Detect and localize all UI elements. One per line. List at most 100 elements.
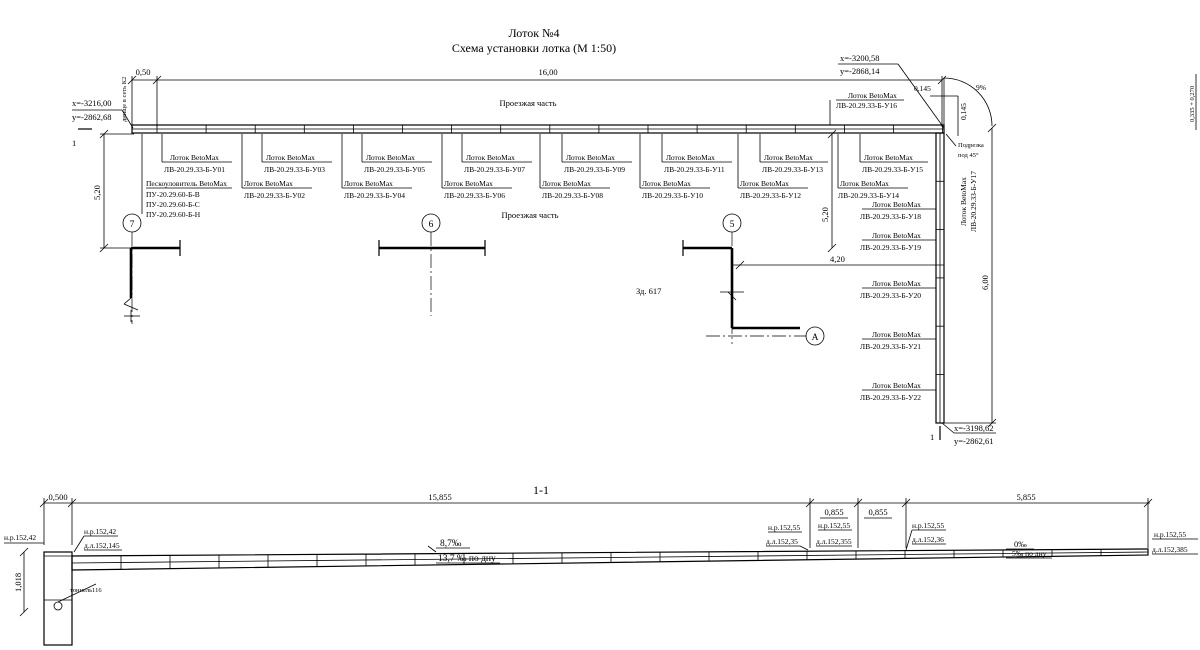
- drawing-title: Лоток №4 Схема установки лотка (М 1:50): [452, 26, 616, 55]
- elev-left-np: н.р.152,42: [4, 533, 36, 542]
- dim-5-855: 5,855: [1016, 492, 1035, 502]
- sand-trap-code-1: ПУ-20.29.60-Б-В: [146, 190, 200, 199]
- sand-trap-code-2: ПУ-20.29.60-Б-С: [146, 200, 200, 209]
- tray-label-code: ЛВ-20.29.33-Б-У22: [860, 393, 921, 402]
- elev-1-np: н.р.152,42: [84, 527, 116, 536]
- tray-label-title: Лоток BetoMax: [566, 153, 615, 162]
- elev-left: н.р.152,42: [4, 533, 44, 544]
- tray-label-title: Лоток BetoMax: [170, 153, 219, 162]
- tray-u17-title: Лоток BetoMax: [959, 177, 968, 226]
- coord-left-y: y=-2862,68: [72, 112, 112, 122]
- tray-u17-code: ЛВ-20.29.33-Б-У17: [969, 171, 978, 232]
- dim-5-20-right: 5,20: [820, 207, 830, 222]
- coord-corner-x: x=-3200,58: [840, 53, 880, 63]
- carriageway-top: Проезжая часть: [500, 98, 557, 108]
- elev-3-np: н.р.152,55: [818, 521, 850, 530]
- tray-label-title: Лоток BetoMax: [740, 179, 789, 188]
- axis-5: 5: [722, 213, 742, 233]
- dim-4-20: 4,20: [830, 254, 845, 264]
- tray-label-title: Лоток BetoMax: [864, 153, 913, 162]
- elev-2-np: н.р.152,55: [768, 523, 800, 532]
- right-dimension-5-20: 5,20: [820, 129, 837, 253]
- tray-label-code: ЛВ-20.29.33-Б-У21: [860, 342, 921, 351]
- tray-label-title: Лоток BetoMax: [666, 153, 715, 162]
- elevation-marks: н.р.152,42 н.р.152,42 д.л.152,145 н.р.15…: [4, 521, 1198, 555]
- coord-bottom: x=-3198,62 y=-2862,61 1: [930, 422, 996, 446]
- slope-2: 13,7 ‰ по дну: [438, 554, 496, 564]
- tray-label-code: ЛВ-20.29.33-Б-У20: [860, 291, 921, 300]
- section-tray-profile: [71, 548, 1149, 571]
- tray-u16-title: Лоток BetoMax: [848, 91, 897, 100]
- left-dimension-5-20: 5,20: [92, 129, 134, 253]
- axis-a: А: [805, 326, 825, 346]
- elev-2: н.р.152,55 д.л.152,35: [766, 523, 809, 551]
- elev-4: н.р.152,55 д.л.152,36: [905, 521, 946, 551]
- tray-label-title: Лоток BetoMax: [366, 153, 415, 162]
- slope-3: 0‰: [1014, 539, 1027, 549]
- sand-trap-code-3: ПУ-20.29.60-Б-Н: [146, 210, 201, 219]
- section-mark-bottom: 1: [930, 432, 934, 442]
- coord-bottom-y: y=-2862,61: [954, 436, 994, 446]
- tray-label-title: Лоток BetoMax: [872, 279, 921, 288]
- pipe-label: тоннель116: [70, 587, 102, 594]
- tray-label-title: Лоток BetoMax: [344, 179, 393, 188]
- section-cut-top: 1: [72, 128, 92, 148]
- section-view: 1-1 0,500 15,855 0,855 0,855 5,855: [4, 483, 1198, 646]
- elev-1: н.р.152,42 д.л.152,145: [73, 527, 122, 553]
- elev-3: н.р.152,55 д.л.152,355: [816, 521, 852, 547]
- dim-0-145-b: 0,145: [959, 103, 968, 120]
- tray-u17-label: Лоток BetoMax ЛВ-20.29.33-Б-У17: [959, 171, 978, 232]
- elev-2-dl: д.л.152,35: [766, 537, 798, 546]
- dim-6-00: 6,00: [980, 275, 990, 290]
- tray-label-title: Лоток BetoMax: [872, 200, 921, 209]
- dim-0-855-b: 0,855: [868, 507, 887, 517]
- tray-label-code: ЛВ-20.29.33-Б-У03: [264, 165, 325, 174]
- tray-label-code: ЛВ-20.29.33-Б-У19: [860, 243, 921, 252]
- tray-label-title: Лоток BetoMax: [872, 330, 921, 339]
- carriageway-mid: Проезжая часть: [502, 210, 559, 220]
- tray-label-code: ЛВ-20.29.33-Б-У13: [762, 165, 823, 174]
- dim-1-018: 1,018: [13, 573, 23, 592]
- tray-label-title: Лоток BetoMax: [466, 153, 515, 162]
- axis-6-label: 6: [429, 220, 434, 230]
- slope-4: 5‰ по дну: [1012, 549, 1047, 558]
- axis-a-label: А: [812, 333, 819, 343]
- tray-u16-label: Лоток BetoMax ЛВ-20.29.33-Б-У16: [829, 91, 904, 125]
- axis-7: 7: [122, 213, 142, 233]
- tray-label-title: Лоток BetoMax: [872, 231, 921, 240]
- tray-label-code: ЛВ-20.29.33-Б-У12: [740, 191, 801, 200]
- tray-label-code: ЛВ-20.29.33-Б-У08: [542, 191, 603, 200]
- elev-3-dl: д.л.152,355: [816, 537, 852, 546]
- horizontal-tray: [131, 124, 945, 134]
- sand-trap-label: Пескоуловитель BetoMax ПУ-20.29.60-Б-В П…: [141, 134, 232, 219]
- tray-label-code: ЛВ-20.29.33-Б-У01: [164, 165, 225, 174]
- dim-0-855-a: 0,855: [824, 507, 843, 517]
- plan-top-dimension: 0,50 16,00: [127, 67, 947, 127]
- slope-1: 8,7‰: [440, 539, 462, 549]
- building-label: Зд. 617: [636, 286, 661, 296]
- elev-4-np: н.р.152,55: [912, 521, 944, 530]
- elev-5-dl: д.л.152,385: [1152, 545, 1188, 554]
- plan-view: 0,50 16,00 x=-3216,00 y=-2862,68 днище в…: [72, 53, 1197, 446]
- coord-left: x=-3216,00 y=-2862,68: [72, 98, 134, 129]
- edge-note: днище в сеть К2: [121, 77, 128, 122]
- axis-7-label: 7: [130, 220, 135, 230]
- title-line1: Лоток №4: [508, 26, 559, 40]
- tray-label-code: ЛВ-20.29.33-Б-У10: [642, 191, 703, 200]
- tray-label-title: Лоток BetoMax: [642, 179, 691, 188]
